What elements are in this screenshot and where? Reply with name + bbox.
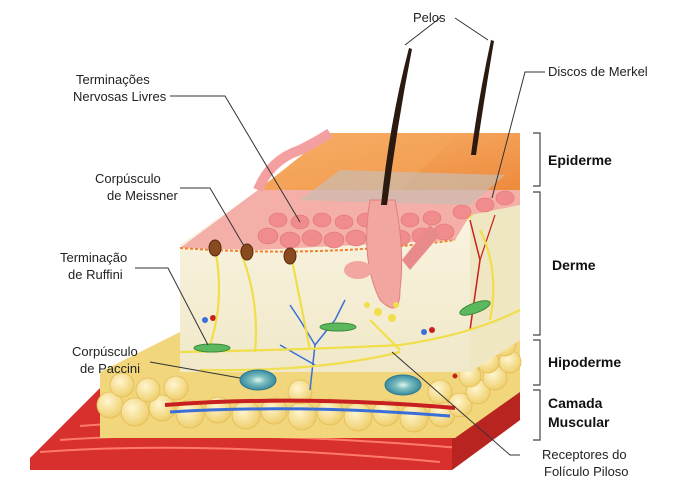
label-receptores-2: Folículo Piloso <box>544 464 629 479</box>
label-paccini-2: de Paccini <box>80 361 140 376</box>
label-meissner-2: de Meissner <box>107 188 178 203</box>
layer-hipoderme: Hipoderme <box>548 354 621 370</box>
label-receptores-1: Receptores do <box>542 447 627 462</box>
layer-derme: Derme <box>552 257 596 273</box>
label-terminacoes-2: Nervosas Livres <box>73 89 167 104</box>
layer-camada: Camada <box>548 395 603 411</box>
label-discos-merkel: Discos de Merkel <box>548 64 648 79</box>
label-ruffini-2: de Ruffini <box>68 267 123 282</box>
layer-muscular: Muscular <box>548 414 610 430</box>
label-paccini-1: Corpúsculo <box>72 344 138 359</box>
label-terminacoes-1: Terminações <box>76 72 150 87</box>
label-pelos: Pelos <box>413 10 446 25</box>
label-meissner-1: Corpúsculo <box>95 171 161 186</box>
label-ruffini-1: Terminação <box>60 250 127 265</box>
layer-brackets <box>533 133 540 440</box>
layer-epiderme: Epiderme <box>548 152 612 168</box>
